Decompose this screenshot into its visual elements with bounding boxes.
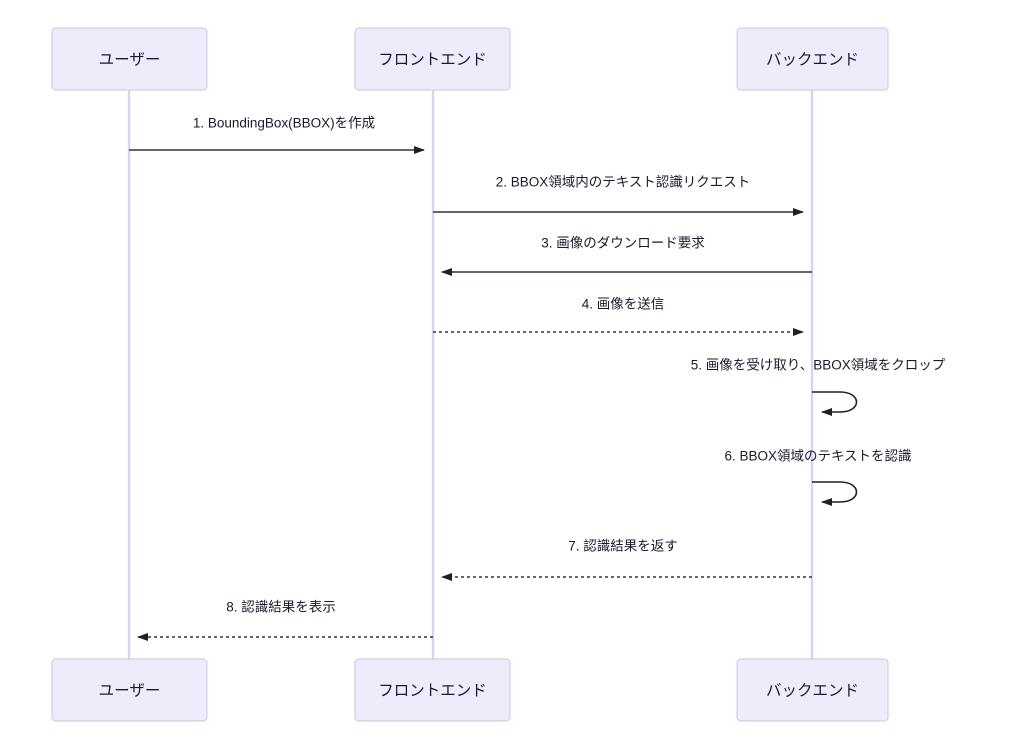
participant-box-rect[interactable] xyxy=(736,27,889,91)
message-label-6: 6. BBOX領域のテキストを認識 xyxy=(724,448,911,464)
participant-label-user-bottom: ユーザー xyxy=(99,682,161,700)
participant-box-rect[interactable] xyxy=(736,658,889,722)
participant-label-frontend-top: フロントエンド xyxy=(378,52,487,69)
message-selfloop-5 xyxy=(812,391,858,416)
message-2: 2. BBOX領域内のテキスト認識リクエスト xyxy=(433,174,804,216)
message-label-8: 8. 認識結果を表示 xyxy=(226,600,336,615)
participant-label-frontend-bottom: フロントエンド xyxy=(378,683,487,700)
lifelines xyxy=(127,90,814,659)
message-5: 5. 画像を受け取り、BBOX領域をクロップ xyxy=(691,357,946,416)
participant-boxes-bottom: ユーザー フロントエンド バックエンド xyxy=(51,658,889,722)
message-3: 3. 画像のダウンロード要求 xyxy=(441,236,812,276)
participant-frontend-bottom[interactable]: フロントエンド xyxy=(354,658,511,722)
message-7: 7. 認識結果を返す xyxy=(441,539,812,581)
message-label-1: 1. BoundingBox(BBOX)を作成 xyxy=(193,116,375,131)
participant-backend-bottom[interactable]: バックエンド xyxy=(736,658,889,722)
message-selfloop-6 xyxy=(812,481,858,506)
participant-label-user-top: ユーザー xyxy=(99,51,161,69)
participant-user-bottom[interactable]: ユーザー xyxy=(51,658,208,722)
participant-label-backend-top: バックエンド xyxy=(766,51,859,69)
message-label-3: 3. 画像のダウンロード要求 xyxy=(541,236,705,251)
participant-box-rect[interactable] xyxy=(51,27,208,91)
participant-box-rect[interactable] xyxy=(51,658,208,722)
message-label-5: 5. 画像を受け取り、BBOX領域をクロップ xyxy=(691,357,946,373)
message-label-7: 7. 認識結果を返す xyxy=(568,539,678,554)
participant-frontend-top[interactable]: フロントエンド xyxy=(354,27,511,91)
participant-boxes-top: ユーザー フロントエンド バックエンド xyxy=(51,27,889,91)
message-label-4: 4. 画像を送信 xyxy=(582,297,665,312)
message-6: 6. BBOX領域のテキストを認識 xyxy=(724,448,912,506)
message-1: 1. BoundingBox(BBOX)を作成 xyxy=(129,116,425,154)
participant-user-top[interactable]: ユーザー xyxy=(51,27,208,91)
message-4: 4. 画像を送信 xyxy=(433,297,804,336)
participant-box-rect[interactable] xyxy=(354,27,511,91)
participant-label-backend-bottom: バックエンド xyxy=(766,682,859,700)
participant-box-rect[interactable] xyxy=(354,658,511,722)
participant-backend-top[interactable]: バックエンド xyxy=(736,27,889,91)
message-label-2: 2. BBOX領域内のテキスト認識リクエスト xyxy=(496,174,751,190)
message-8: 8. 認識結果を表示 xyxy=(137,600,433,641)
